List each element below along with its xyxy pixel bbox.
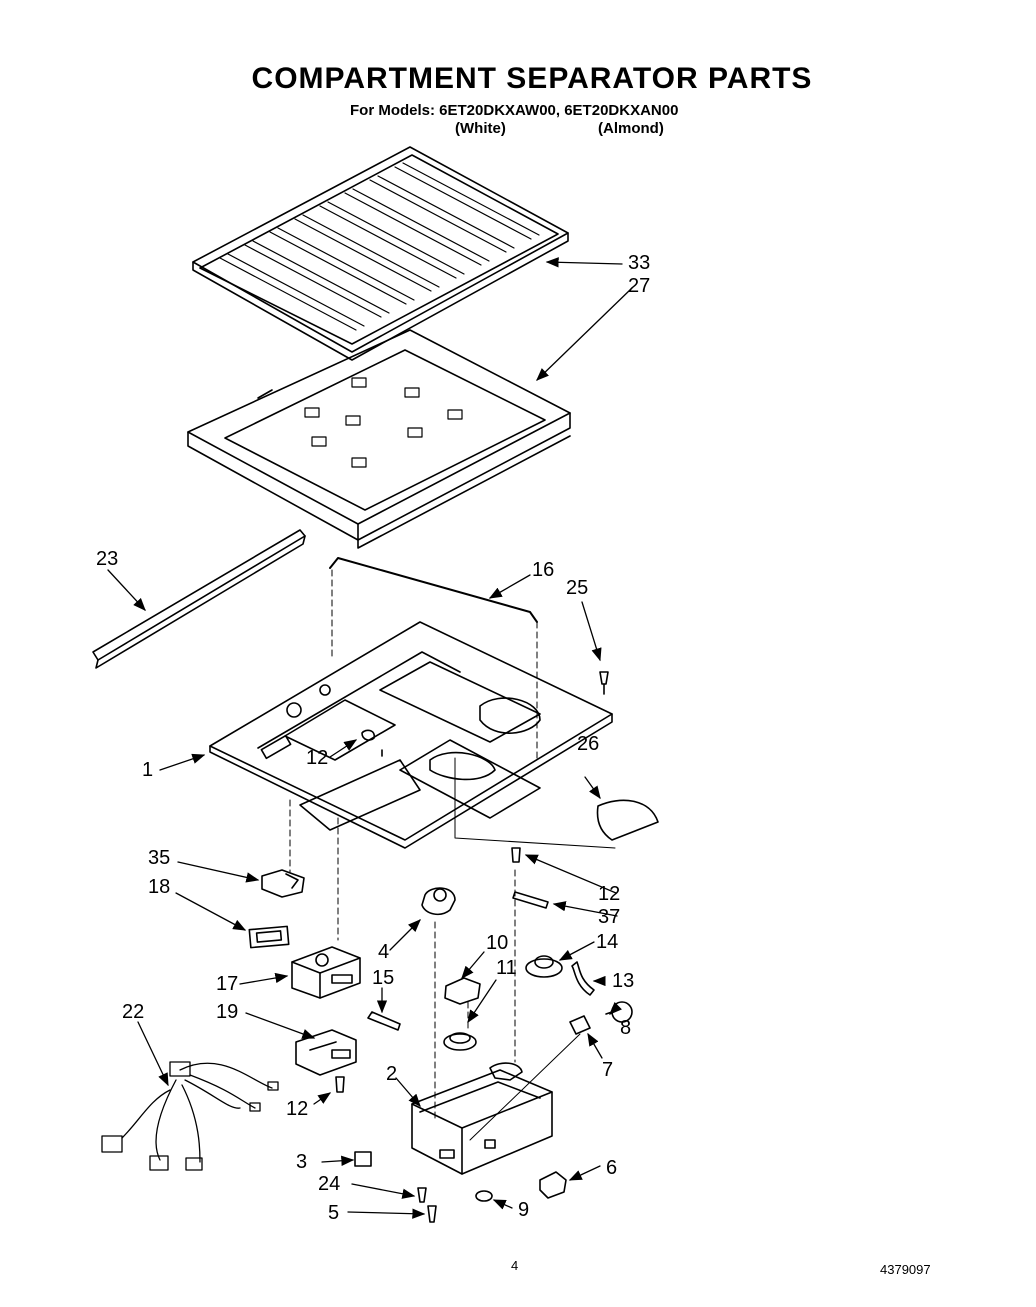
part-22-wire-harness xyxy=(102,1062,278,1170)
document-number: 4379097 xyxy=(880,1262,931,1277)
callout-19: 19 xyxy=(216,1001,239,1023)
callout-11: 11 xyxy=(496,957,517,979)
part-10-switch xyxy=(445,978,480,1004)
variant-almond: (Almond) xyxy=(598,120,664,137)
part-15-tube xyxy=(368,1012,400,1030)
leader-lines xyxy=(108,257,632,1219)
callout-12-upper: 12 xyxy=(306,747,329,769)
callout-18: 18 xyxy=(148,876,171,898)
callout-14: 14 xyxy=(596,931,619,953)
callout-6: 6 xyxy=(606,1157,618,1179)
callout-22: 22 xyxy=(122,1001,145,1023)
part-18-bezel xyxy=(249,926,288,947)
callout-10: 10 xyxy=(486,932,509,954)
part-1-separator-plate xyxy=(210,622,612,848)
part-7-bracket xyxy=(570,1016,590,1034)
part-5-screw xyxy=(428,1206,436,1222)
part-4-lamp-socket xyxy=(422,888,455,914)
callout-33: 33 xyxy=(628,252,651,274)
callout-4: 4 xyxy=(378,941,390,963)
callout-5: 5 xyxy=(328,1202,340,1224)
callout-17: 17 xyxy=(216,973,239,995)
part-9-washer xyxy=(476,1191,492,1201)
part-3-clip xyxy=(355,1152,371,1166)
callout-35: 35 xyxy=(148,847,171,869)
part-37-clip xyxy=(513,892,548,908)
part-24-screw xyxy=(418,1188,426,1202)
callout-12-mid: 12 xyxy=(598,883,621,905)
callout-9: 9 xyxy=(518,1199,530,1221)
part-13-tube xyxy=(572,962,594,995)
callout-24: 24 xyxy=(318,1173,341,1195)
page-number: 4 xyxy=(511,1258,519,1273)
callout-15: 15 xyxy=(372,967,395,989)
callout-7: 7 xyxy=(602,1059,614,1081)
callout-16: 16 xyxy=(532,559,555,581)
part-33-grille xyxy=(193,147,568,360)
part-27-frame xyxy=(188,330,570,548)
page-title: COMPARTMENT SEPARATOR PARTS xyxy=(251,62,813,95)
part-12-screw-mid xyxy=(512,848,520,862)
callout-23: 23 xyxy=(96,548,119,570)
callout-25: 25 xyxy=(566,577,589,599)
variant-white: (White) xyxy=(455,120,506,137)
part-12-screw-upper xyxy=(362,730,382,756)
part-23-trim-strip xyxy=(93,530,305,668)
callout-26: 26 xyxy=(577,733,600,755)
part-25-screw xyxy=(600,672,608,694)
part-19-bracket xyxy=(296,1030,356,1075)
part-16-wire xyxy=(330,558,537,622)
part-2-housing xyxy=(412,1063,552,1174)
part-35-knob xyxy=(262,870,304,897)
part-26-cover xyxy=(598,800,658,840)
part-17-control-box xyxy=(292,947,360,998)
callout-8: 8 xyxy=(620,1017,632,1039)
callout-12-lower: 12 xyxy=(286,1098,309,1120)
callout-2: 2 xyxy=(386,1063,398,1085)
callout-1: 1 xyxy=(142,759,154,781)
callout-3: 3 xyxy=(296,1151,308,1173)
callout-37: 37 xyxy=(598,906,621,928)
part-14-grommet xyxy=(526,956,562,977)
part-11-grommet xyxy=(444,1033,476,1050)
models-line: For Models: 6ET20DKXAW00, 6ET20DKXAN00 xyxy=(350,102,679,119)
part-6-switch xyxy=(540,1172,566,1198)
part-12-screw-lower xyxy=(336,1077,344,1092)
callout-13: 13 xyxy=(612,970,635,992)
callout-27: 27 xyxy=(628,275,651,297)
